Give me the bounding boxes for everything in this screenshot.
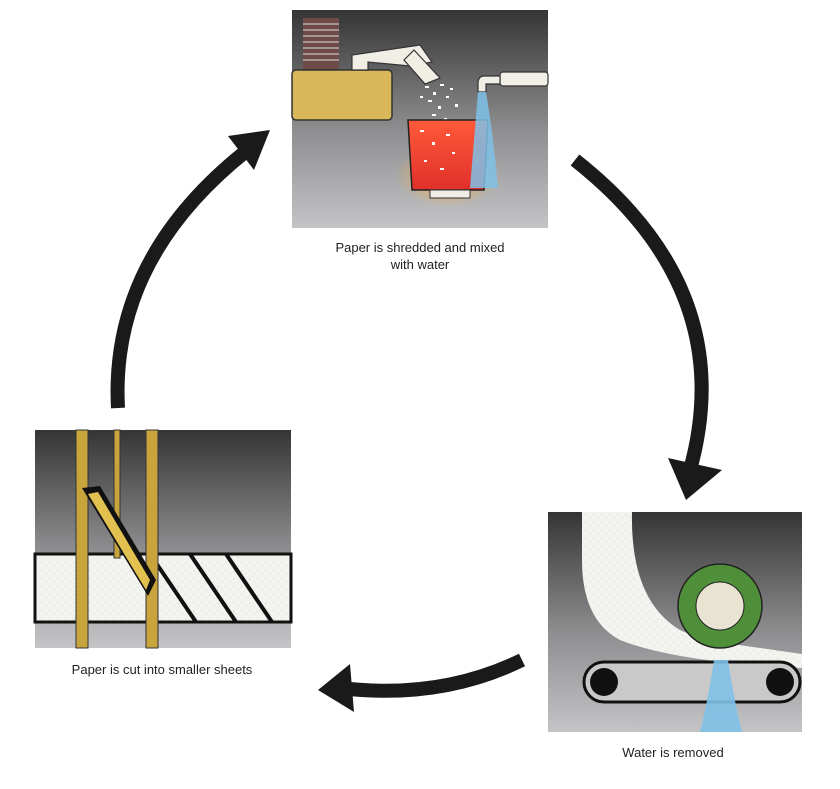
caption-line: Water is removed bbox=[622, 745, 724, 760]
shredder-icon bbox=[291, 44, 442, 121]
paper-sheet bbox=[33, 552, 293, 624]
faucet-icon bbox=[477, 71, 549, 93]
panel-shred-mix bbox=[291, 10, 549, 228]
arrow-heads bbox=[228, 130, 722, 712]
arrowhead-up bbox=[228, 130, 270, 170]
cycle-arrows bbox=[110, 146, 709, 698]
caption-line: with water bbox=[390, 257, 450, 272]
paper-stack-icon bbox=[303, 18, 339, 70]
caption-line: Paper is shredded and mixed bbox=[335, 240, 505, 255]
panel-cut-sheets bbox=[33, 429, 293, 649]
arrowhead-down-right bbox=[668, 458, 722, 500]
arrow-to-water-removed bbox=[570, 154, 709, 472]
water-stream bbox=[470, 92, 498, 188]
caption-water-removed: Water is removed bbox=[550, 744, 796, 761]
caption-cut-sheets: Paper is cut into smaller sheets bbox=[30, 661, 294, 678]
caption-shred-mix: Paper is shredded and mixed with water bbox=[292, 239, 548, 273]
panel-water-removed bbox=[548, 512, 802, 732]
vat-icon bbox=[407, 119, 489, 199]
water-drip bbox=[700, 660, 742, 732]
roller-icon bbox=[677, 563, 763, 649]
conveyor-icon bbox=[582, 660, 802, 704]
arrow-to-cut-sheets bbox=[339, 653, 526, 698]
cutter-blade-icon bbox=[75, 429, 159, 649]
pulp-sheet bbox=[582, 512, 802, 668]
caption-line: Paper is cut into smaller sheets bbox=[71, 662, 253, 677]
arrow-to-shred-mix bbox=[110, 146, 250, 409]
arrowhead-left bbox=[318, 664, 354, 712]
